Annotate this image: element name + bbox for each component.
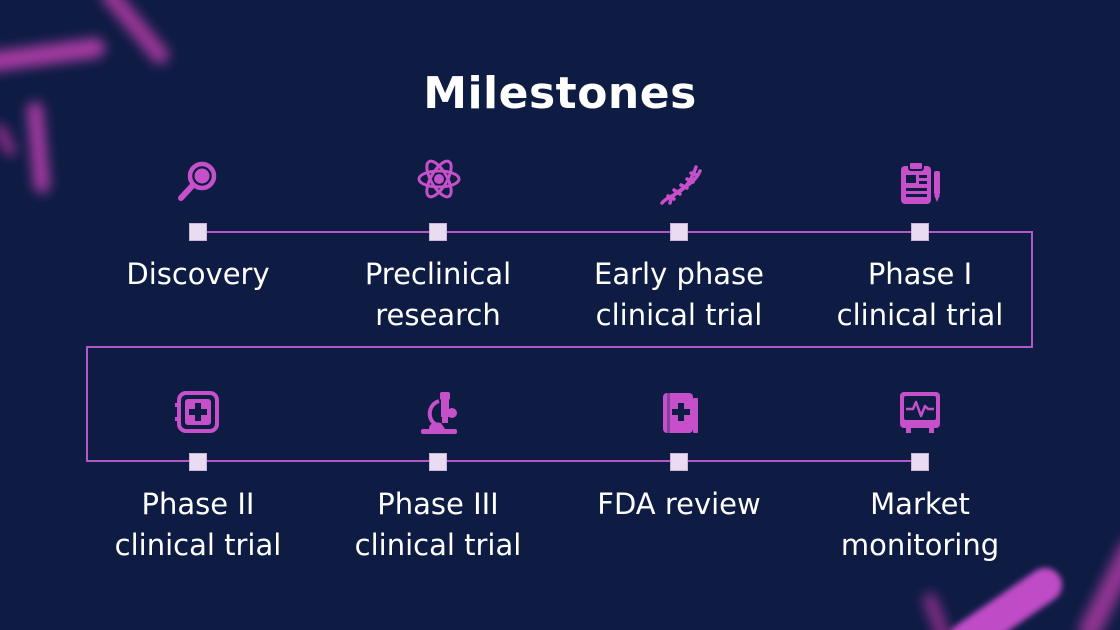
medical-kit-icon xyxy=(173,388,221,436)
microscope-icon xyxy=(415,389,463,437)
milestone-label-fda-review: FDA review xyxy=(597,487,761,521)
milestone-node-fda-review xyxy=(670,453,688,471)
milestone-label-early-phase: Early phase clinical trial xyxy=(594,257,764,332)
milestone-node-phase-2 xyxy=(189,453,207,471)
milestone-label-phase-2: Phase II clinical trial xyxy=(114,487,282,562)
milestone-node-preclinical xyxy=(429,223,447,241)
milestone-node-market-monitoring xyxy=(911,453,929,471)
dna-icon xyxy=(656,159,704,207)
magnifier-icon xyxy=(174,157,222,205)
milestone-label-phase-3: Phase III clinical trial xyxy=(354,487,522,562)
milestone-label-market-monitoring: Market monitoring xyxy=(840,487,1000,562)
milestone-node-phase-3 xyxy=(429,453,447,471)
heart-monitor-icon xyxy=(896,388,944,436)
clipboard-icon xyxy=(896,159,944,207)
milestone-node-phase-1 xyxy=(911,223,929,241)
milestone-label-discovery: Discovery xyxy=(126,257,270,291)
atom-icon xyxy=(415,155,463,203)
milestone-node-early-phase xyxy=(670,223,688,241)
milestone-label-preclinical: Preclinical research xyxy=(364,257,512,332)
milestone-label-phase-1: Phase I clinical trial xyxy=(836,257,1004,332)
milestone-node-discovery xyxy=(189,223,207,241)
page-title: Milestones xyxy=(423,68,697,119)
medical-book-icon xyxy=(655,389,703,437)
